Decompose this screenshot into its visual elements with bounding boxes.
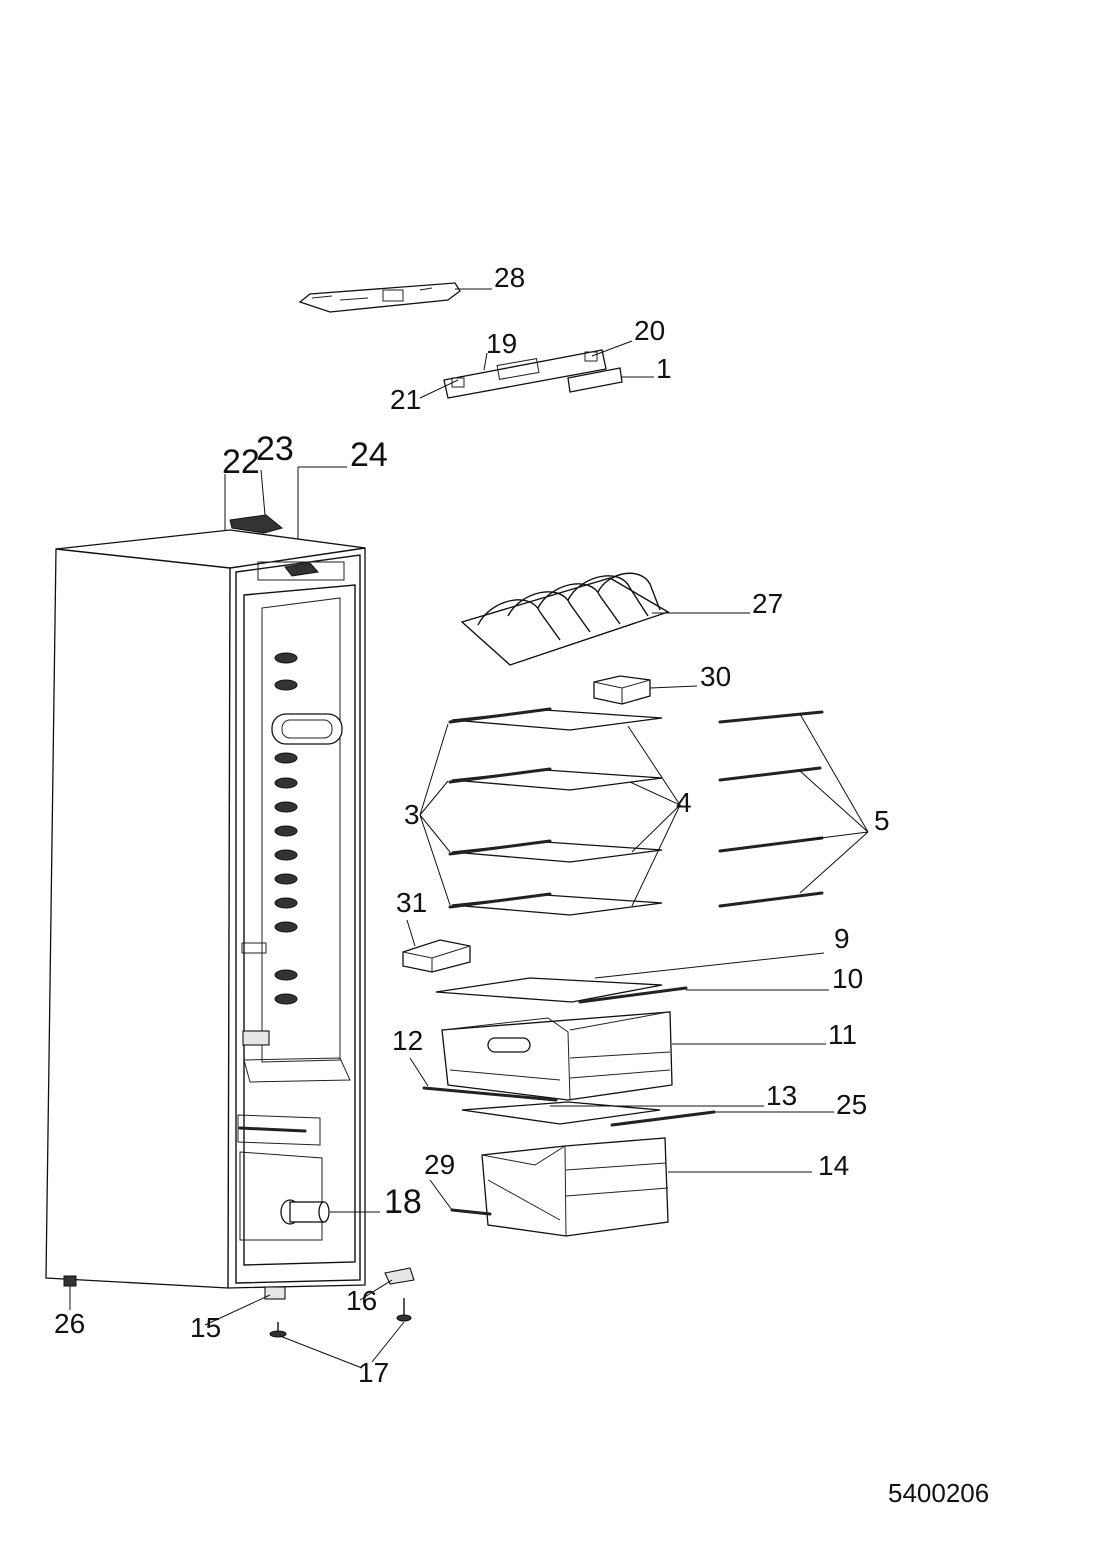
callout-12: 12 [392, 1025, 423, 1056]
parts-3-4-glass-shelves [419, 707, 682, 916]
parts-14-29-lower-drawer [429, 1137, 812, 1237]
parts-13-25-lower-cover [461, 1101, 834, 1127]
callout-19: 19 [486, 328, 517, 359]
part-31-egg-tray [402, 919, 471, 973]
callout-27: 27 [752, 588, 783, 619]
callout-30: 30 [700, 661, 731, 692]
callout-28: 28 [494, 262, 525, 293]
part-16-17-hinge-and-feet [269, 1267, 415, 1369]
part-28-control-plate [298, 282, 492, 313]
callout-15: 15 [190, 1312, 221, 1343]
callout-22: 22 [222, 443, 260, 481]
callout-3: 3 [404, 799, 420, 830]
callout-9: 9 [834, 923, 850, 954]
part-27-wine-rack [460, 572, 750, 666]
cabinet-body [45, 529, 380, 1326]
callout-20: 20 [634, 315, 665, 346]
callout-10: 10 [832, 963, 863, 994]
callout-18: 18 [384, 1183, 422, 1221]
callout-4: 4 [676, 787, 692, 818]
callout-17: 17 [358, 1357, 389, 1388]
callout-14: 14 [818, 1150, 849, 1181]
callout-26: 26 [54, 1308, 85, 1339]
callout-21: 21 [390, 384, 421, 415]
callout-25: 25 [836, 1089, 867, 1120]
callout-11: 11 [828, 1019, 857, 1050]
callout-23: 23 [256, 430, 294, 468]
part-5-door-bars [718, 710, 869, 908]
callout-31: 31 [396, 887, 427, 918]
callout-29: 29 [424, 1149, 455, 1180]
callout-13: 13 [766, 1080, 797, 1111]
callout-labels: 28 19 20 1 21 22 23 24 27 30 3 4 5 31 9 … [54, 262, 890, 1388]
document-code: 5400206 [888, 1478, 989, 1508]
part-30-container [593, 675, 698, 705]
callout-5: 5 [874, 805, 890, 836]
callout-16: 16 [346, 1285, 377, 1316]
part-19-electronics-board [419, 340, 654, 399]
parts-11-12-upper-drawer [409, 1011, 826, 1102]
parts-9-10-crisper-cover [435, 952, 829, 1004]
callout-24: 24 [350, 436, 388, 474]
callout-1: 1 [656, 353, 672, 384]
